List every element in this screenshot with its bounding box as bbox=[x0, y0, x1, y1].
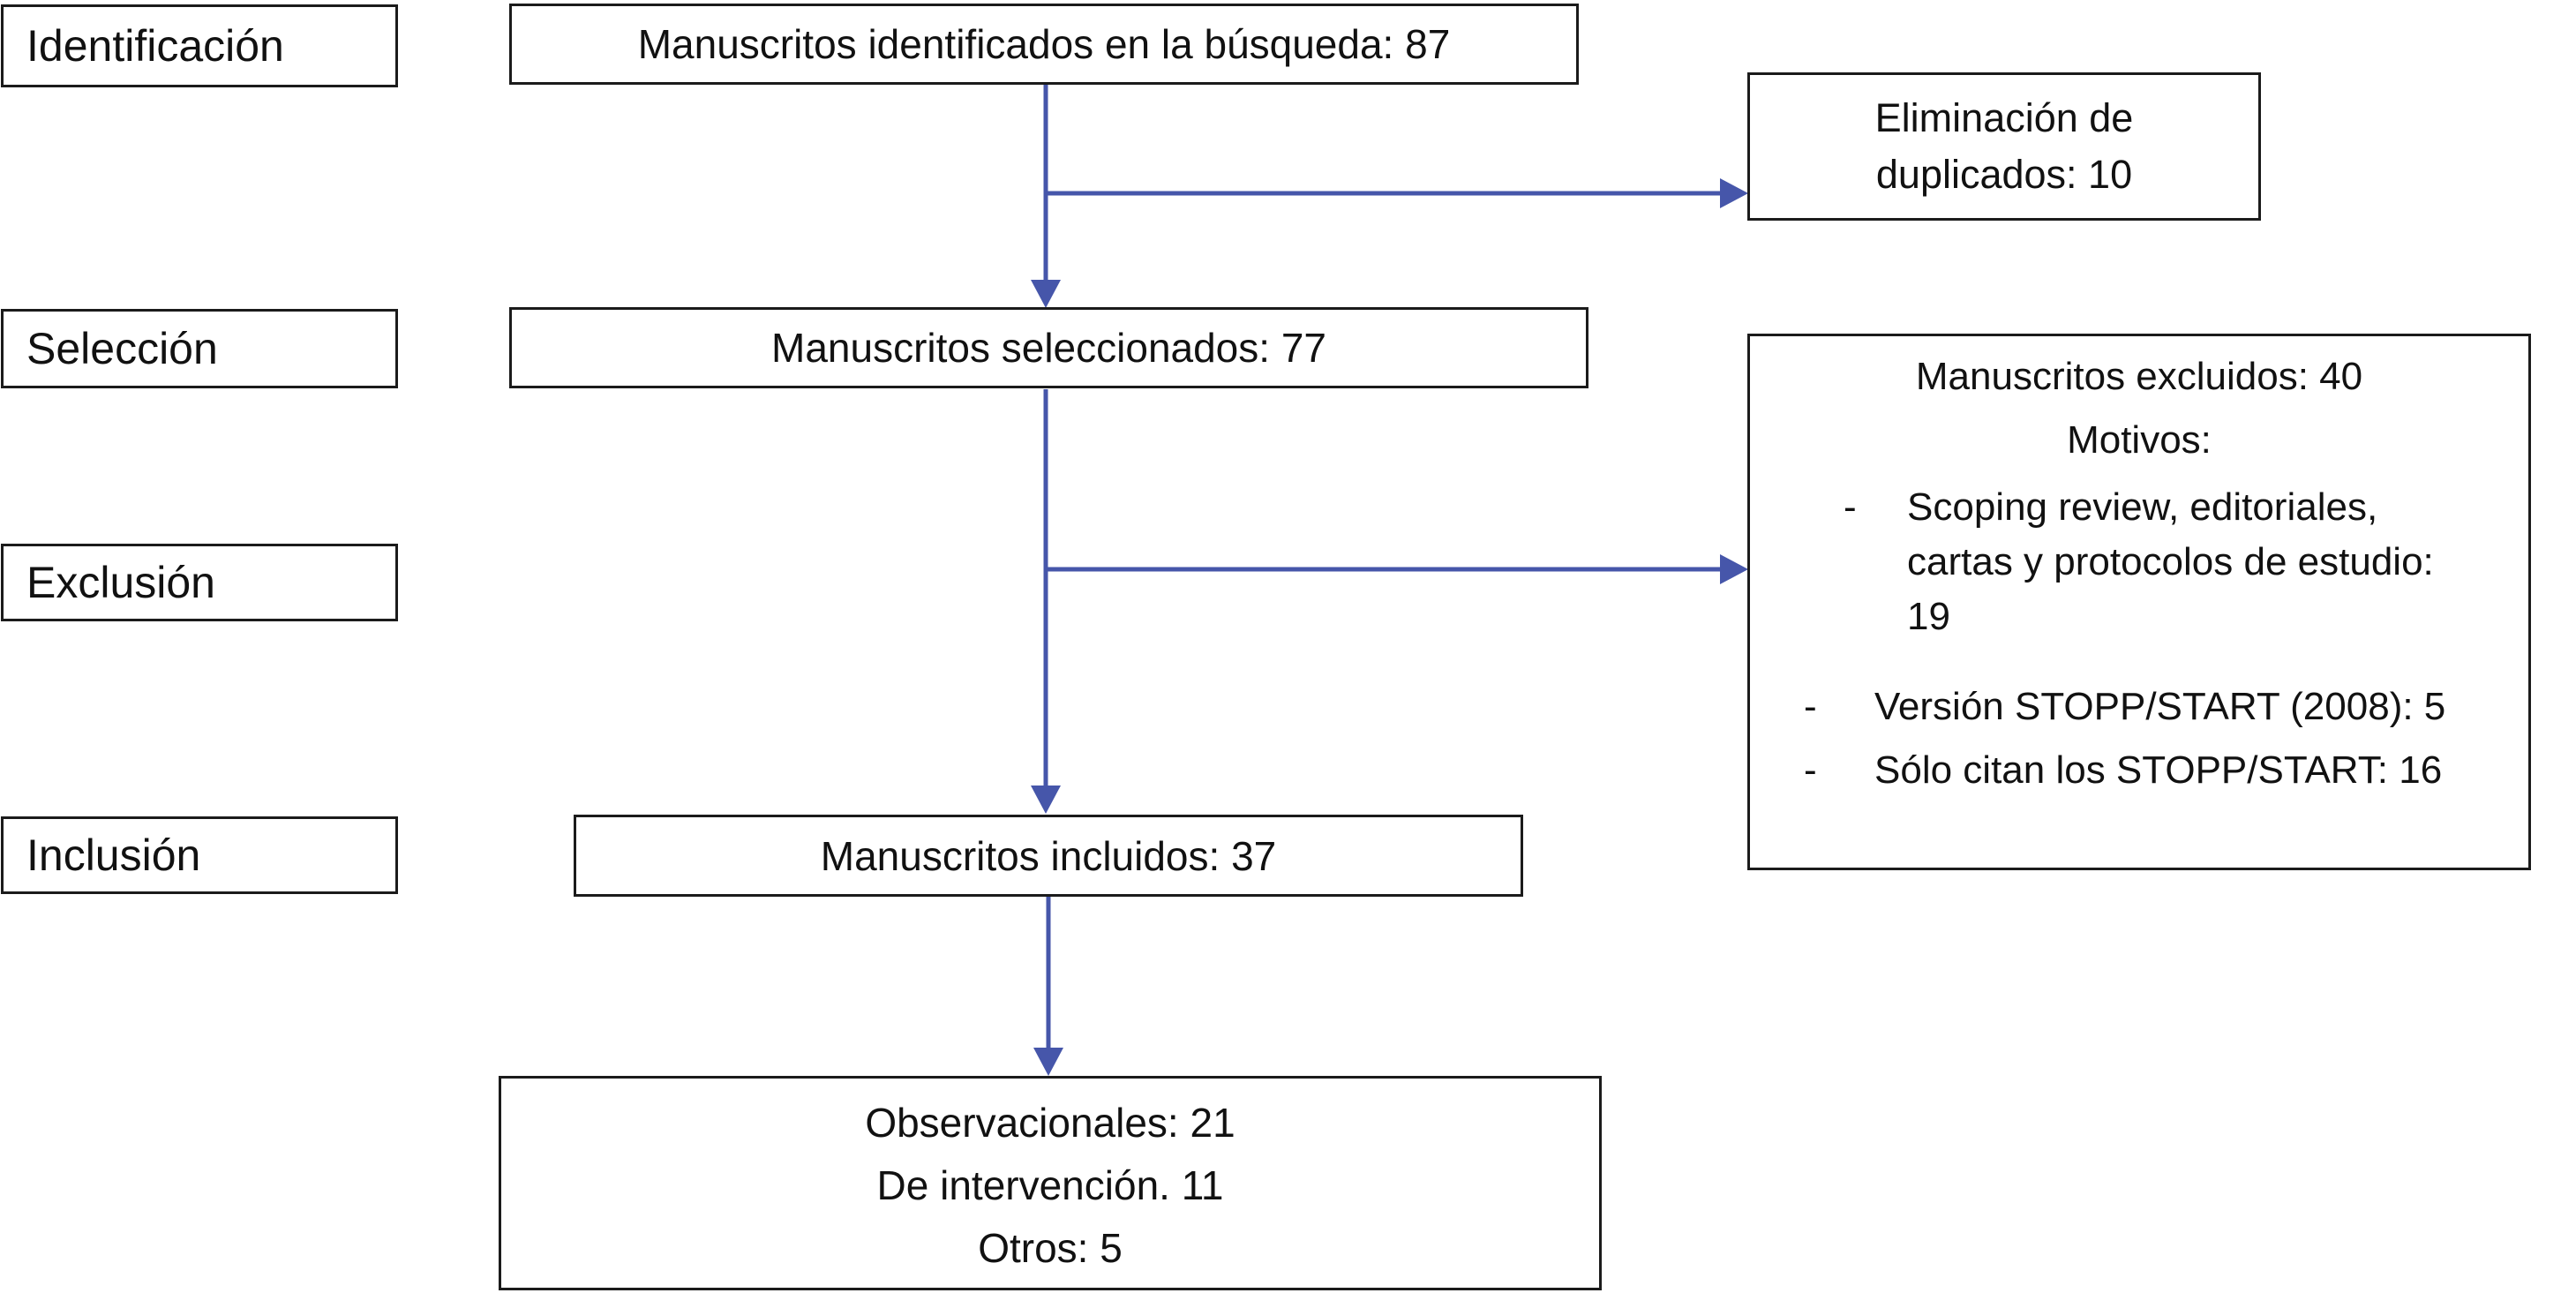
duplicates-line-2: duplicados: 10 bbox=[1875, 152, 2133, 197]
flow-text-identified: Manuscritos identificados en la búsqueda… bbox=[637, 21, 1451, 67]
excluded-reason-list: - Scoping review, editoriales, cartas y … bbox=[1771, 480, 2507, 798]
flow-text-selected: Manuscritos seleccionados: 77 bbox=[771, 325, 1326, 371]
excluded-reason-item: - Scoping review, editoriales, cartas y … bbox=[1771, 480, 2507, 644]
bullet-dash: - bbox=[1804, 685, 1817, 728]
arrow-branch-to-excluded bbox=[1046, 554, 1748, 584]
flow-text-included: Manuscritos incluidos: 37 bbox=[820, 832, 1277, 879]
stage-box-seleccion: Selección bbox=[1, 309, 398, 388]
results-line-observacionales: Observacionales: 21 bbox=[865, 1100, 1235, 1146]
flow-box-included: Manuscritos incluidos: 37 bbox=[574, 815, 1523, 897]
arrow-branch-to-duplicates bbox=[1046, 178, 1748, 208]
stage-label-seleccion: Selección bbox=[26, 324, 218, 373]
stage-box-exclusion: Exclusión bbox=[1, 544, 398, 621]
flow-box-results: Observacionales: 21 De intervención. 11 … bbox=[499, 1076, 1602, 1290]
stage-box-identificacion: Identificación bbox=[1, 4, 398, 87]
side-box-duplicates: Eliminación de duplicados: 10 bbox=[1747, 72, 2261, 221]
excluded-reason-item: - Sólo citan los STOPP/START: 16 bbox=[1771, 743, 2507, 798]
excluded-reason-text: Scoping review, editoriales, cartas y pr… bbox=[1907, 485, 2434, 638]
arrow-identified-to-selected bbox=[1031, 85, 1061, 308]
results-line-otros: Otros: 5 bbox=[978, 1225, 1123, 1271]
results-line-intervencion: De intervención. 11 bbox=[876, 1162, 1224, 1208]
stage-label-identificacion: Identificación bbox=[26, 21, 284, 71]
excluded-reason-text: Sólo citan los STOPP/START: 16 bbox=[1874, 748, 2443, 792]
flow-box-selected: Manuscritos seleccionados: 77 bbox=[509, 307, 1588, 388]
excluded-reason-text: Versión STOPP/START (2008): 5 bbox=[1874, 685, 2446, 728]
excluded-title: Manuscritos excluidos: 40 bbox=[1915, 355, 2363, 398]
flow-box-identified: Manuscritos identificados en la búsqueda… bbox=[509, 4, 1579, 85]
excluded-reason-item: - Versión STOPP/START (2008): 5 bbox=[1771, 680, 2507, 734]
duplicates-line-1: Eliminación de bbox=[1874, 95, 2134, 140]
stage-label-exclusion: Exclusión bbox=[26, 558, 215, 607]
arrow-included-to-results bbox=[1033, 897, 1063, 1076]
arrow-selected-to-included bbox=[1031, 389, 1061, 814]
excluded-subtitle: Motivos: bbox=[2067, 418, 2212, 462]
bullet-dash: - bbox=[1804, 748, 1817, 792]
side-box-excluded: Manuscritos excluidos: 40 Motivos: - Sco… bbox=[1747, 334, 2531, 870]
bullet-dash: - bbox=[1844, 485, 1857, 529]
stage-label-inclusion: Inclusión bbox=[26, 831, 201, 880]
stage-box-inclusion: Inclusión bbox=[1, 816, 398, 894]
